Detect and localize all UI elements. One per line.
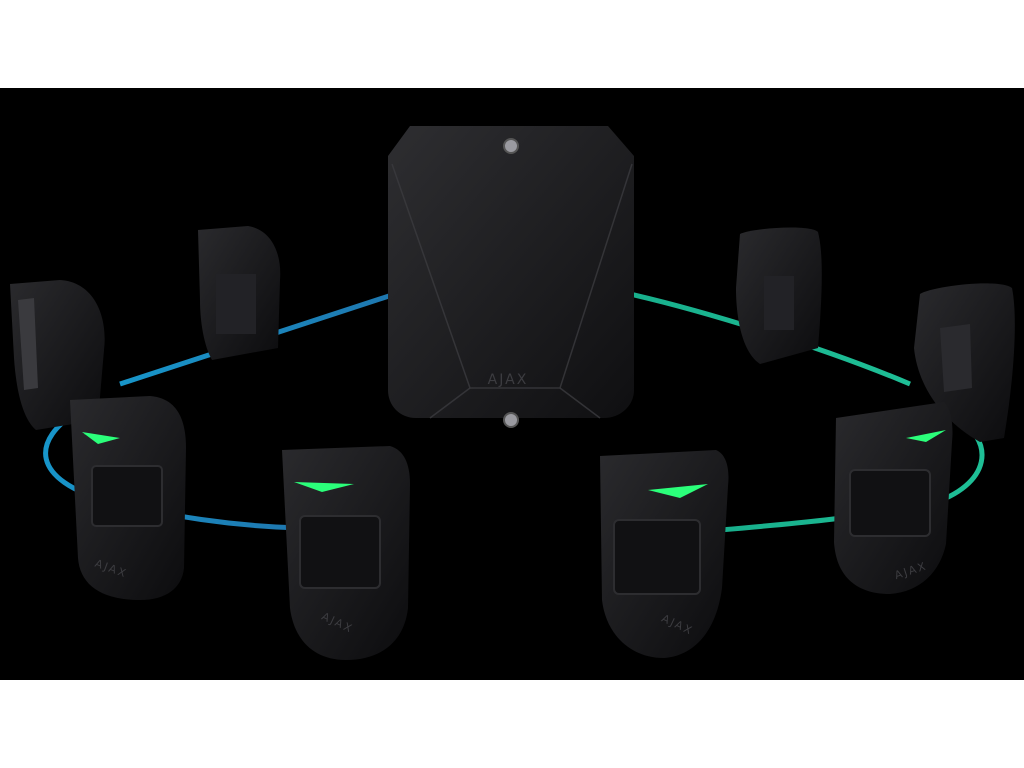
front-detector-right-outer: AJAX: [834, 402, 953, 594]
led-icon: [82, 432, 120, 444]
led-icon: [294, 482, 354, 492]
led-icon: [906, 430, 946, 442]
back-detector-right-inner: [736, 227, 822, 364]
scene-illustration: AJAX AJAX AJAX AJAX: [10, 126, 1015, 660]
front-detector-right-inner: AJAX: [600, 450, 729, 658]
product-photo: AJAX AJAX AJAX AJAX: [0, 88, 1024, 680]
back-detector-left-inner: [198, 226, 281, 360]
back-detector-left-outer: [10, 280, 105, 430]
hub-device: AJAX: [388, 126, 634, 428]
front-detector-left-outer: AJAX: [70, 396, 186, 600]
screw-top-icon: [503, 138, 519, 154]
top-letterbox: [0, 0, 1024, 88]
back-detector-right-outer: [914, 283, 1015, 442]
hub-brand-mark: AJAX: [488, 372, 529, 388]
screw-bottom-icon: [503, 412, 519, 428]
front-detector-left-inner: AJAX: [282, 446, 410, 660]
bottom-letterbox: [0, 680, 1024, 768]
led-icon: [648, 484, 708, 498]
